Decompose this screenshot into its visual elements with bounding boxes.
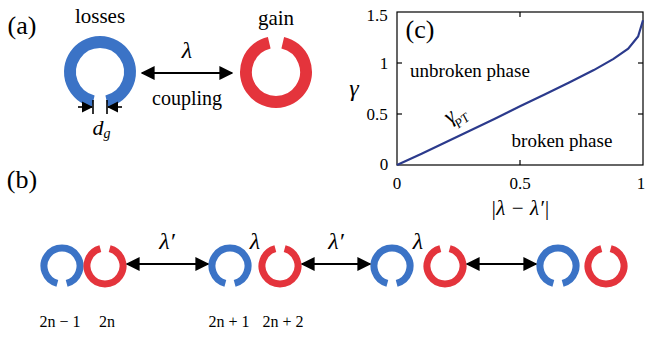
tick-label: 0.5 — [509, 175, 530, 192]
tick-label: 0.5 — [366, 106, 387, 123]
split-ring — [588, 249, 624, 284]
split-ring — [44, 248, 80, 283]
coupling-label: coupling — [152, 88, 222, 108]
dimension-subscript: g — [104, 127, 111, 141]
split-ring — [246, 43, 306, 102]
site-index: 2n − 1 — [40, 314, 81, 330]
gap-dimension — [78, 100, 122, 114]
panel-letter: (b) — [7, 167, 37, 193]
coupling-symbol: λ′ — [328, 229, 344, 253]
panel-letter: (c) — [406, 17, 435, 43]
site-index: 2n — [99, 314, 115, 330]
ring-label: losses — [75, 6, 125, 27]
curve-subscript: PT — [452, 110, 472, 130]
tick-label: 1 — [380, 55, 389, 72]
axis-title: γ — [349, 76, 358, 100]
split-ring — [212, 248, 248, 283]
coupling-symbol: λ — [182, 38, 192, 62]
split-ring — [427, 249, 463, 284]
site-index: 2n + 2 — [263, 314, 304, 330]
tick-label: 0 — [393, 175, 402, 192]
axis-title: |λ − λ′| — [491, 198, 550, 219]
split-ring — [540, 248, 576, 283]
plot-axes — [397, 12, 643, 165]
panel-letter: (a) — [8, 13, 37, 39]
split-ring — [70, 42, 130, 101]
tick-label: 0 — [380, 156, 389, 173]
chain-coupling-arrows — [127, 263, 536, 265]
tick-label: 1.5 — [366, 7, 387, 24]
site-index: 2n + 1 — [209, 314, 250, 330]
region-label: broken phase — [512, 131, 613, 150]
ring-label: gain — [258, 8, 294, 29]
tick-label: 1 — [637, 175, 646, 192]
coupling-arrow — [142, 72, 232, 74]
split-ring — [87, 249, 123, 284]
split-ring — [374, 248, 410, 283]
coupling-symbol: λ — [250, 229, 260, 253]
dimension-label: d — [93, 117, 104, 139]
split-ring — [262, 249, 298, 284]
coupling-symbol: λ′ — [159, 229, 175, 253]
region-label: unbroken phase — [410, 61, 530, 80]
coupling-symbol: λ — [413, 229, 423, 253]
split-ring-resonators — [44, 42, 624, 284]
